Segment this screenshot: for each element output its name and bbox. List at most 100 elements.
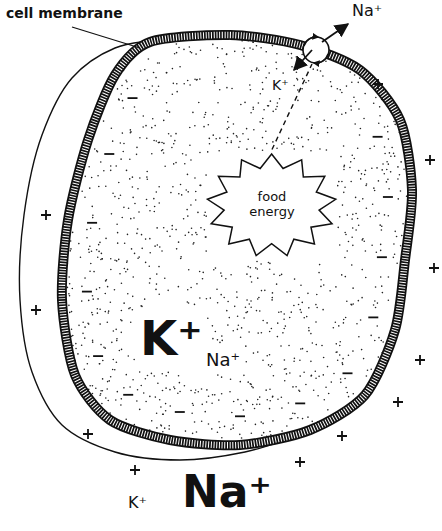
stipple-dot — [272, 292, 274, 294]
stipple-dot — [333, 373, 335, 375]
stipple-dot — [257, 351, 259, 353]
stipple-dot — [101, 403, 103, 405]
stipple-dot — [388, 299, 390, 301]
stipple-dot — [353, 430, 355, 432]
stipple-dot — [87, 410, 89, 412]
stipple-dot — [175, 162, 177, 164]
stipple-dot — [163, 227, 165, 229]
stipple-dot — [297, 137, 299, 139]
stipple-dot — [341, 274, 343, 276]
stipple-dot — [75, 343, 77, 345]
stipple-dot — [303, 317, 305, 319]
stipple-dot — [355, 213, 357, 215]
stipple-dot — [400, 65, 402, 67]
stipple-dot — [361, 297, 363, 299]
stipple-dot — [139, 137, 141, 139]
stipple-dot — [94, 88, 96, 90]
stipple-dot — [321, 345, 323, 347]
stipple-dot — [281, 143, 283, 145]
stipple-dot — [125, 79, 127, 81]
stipple-dot — [269, 331, 271, 333]
stipple-dot — [99, 228, 101, 230]
stipple-dot — [189, 127, 191, 129]
stipple-dot — [296, 71, 298, 73]
stipple-dot — [399, 91, 401, 93]
stipple-dot — [160, 424, 162, 426]
stipple-dot — [396, 262, 398, 264]
stipple-dot — [403, 168, 405, 170]
stipple-dot — [378, 122, 380, 124]
ion-label: K⁺ — [128, 494, 147, 512]
negative-charge — [175, 411, 185, 413]
stipple-dot — [73, 408, 75, 410]
stipple-dot — [80, 36, 82, 38]
stipple-dot — [250, 267, 252, 269]
stipple-dot — [374, 145, 376, 147]
stipple-dot — [393, 257, 395, 259]
stipple-dot — [289, 317, 291, 319]
stipple-dot — [61, 189, 63, 191]
stipple-dot — [220, 294, 222, 296]
stipple-dot — [357, 439, 359, 441]
stipple-dot — [68, 293, 70, 295]
stipple-dot — [284, 380, 286, 382]
stipple-dot — [132, 379, 134, 381]
stipple-dot — [402, 442, 404, 444]
stipple-dot — [266, 322, 268, 324]
stipple-dot — [62, 167, 64, 169]
stipple-dot — [326, 149, 328, 151]
stipple-dot — [233, 123, 235, 125]
stipple-dot — [203, 126, 205, 128]
stipple-dot — [251, 281, 253, 283]
stipple-dot — [121, 398, 123, 400]
stipple-dot — [247, 311, 249, 313]
negative-charge — [87, 222, 97, 224]
stipple-dot — [224, 66, 226, 68]
stipple-dot — [83, 368, 85, 370]
stipple-dot — [102, 378, 104, 380]
stipple-dot — [364, 174, 366, 176]
stipple-dot — [153, 72, 155, 74]
stipple-dot — [376, 167, 378, 169]
stipple-dot — [372, 55, 374, 57]
stipple-dot — [364, 418, 366, 420]
stipple-dot — [213, 269, 215, 271]
stipple-dot — [253, 352, 255, 354]
stipple-dot — [97, 312, 99, 314]
stipple-dot — [148, 265, 150, 267]
stipple-dot — [212, 44, 214, 46]
stipple-dot — [84, 90, 86, 92]
stipple-dot — [366, 207, 368, 209]
stipple-dot — [99, 308, 101, 310]
stipple-dot — [134, 106, 136, 108]
stipple-dot — [393, 153, 395, 155]
stipple-dot — [146, 176, 148, 178]
stipple-dot — [85, 100, 87, 102]
stipple-dot — [140, 385, 142, 387]
stipple-dot — [125, 418, 127, 420]
stipple-dot — [376, 405, 378, 407]
stipple-dot — [254, 408, 256, 410]
stipple-dot — [396, 384, 398, 386]
stipple-dot — [59, 225, 61, 227]
stipple-dot — [404, 430, 406, 432]
stipple-dot — [172, 186, 174, 188]
stipple-dot — [399, 78, 401, 80]
stipple-dot — [118, 198, 120, 200]
stipple-dot — [227, 137, 229, 139]
stipple-dot — [320, 70, 322, 72]
stipple-dot — [387, 57, 389, 59]
stipple-dot — [348, 396, 350, 398]
stipple-dot — [273, 274, 275, 276]
stipple-dot — [194, 304, 196, 306]
stipple-dot — [77, 440, 79, 442]
positive-charge — [31, 305, 41, 315]
stipple-dot — [116, 223, 118, 225]
stipple-dot — [210, 297, 212, 299]
stipple-dot — [156, 444, 158, 446]
stipple-dot — [140, 70, 142, 72]
stipple-dot — [78, 325, 80, 327]
stipple-dot — [381, 229, 383, 231]
stipple-dot — [97, 175, 99, 177]
stipple-dot — [346, 85, 348, 87]
